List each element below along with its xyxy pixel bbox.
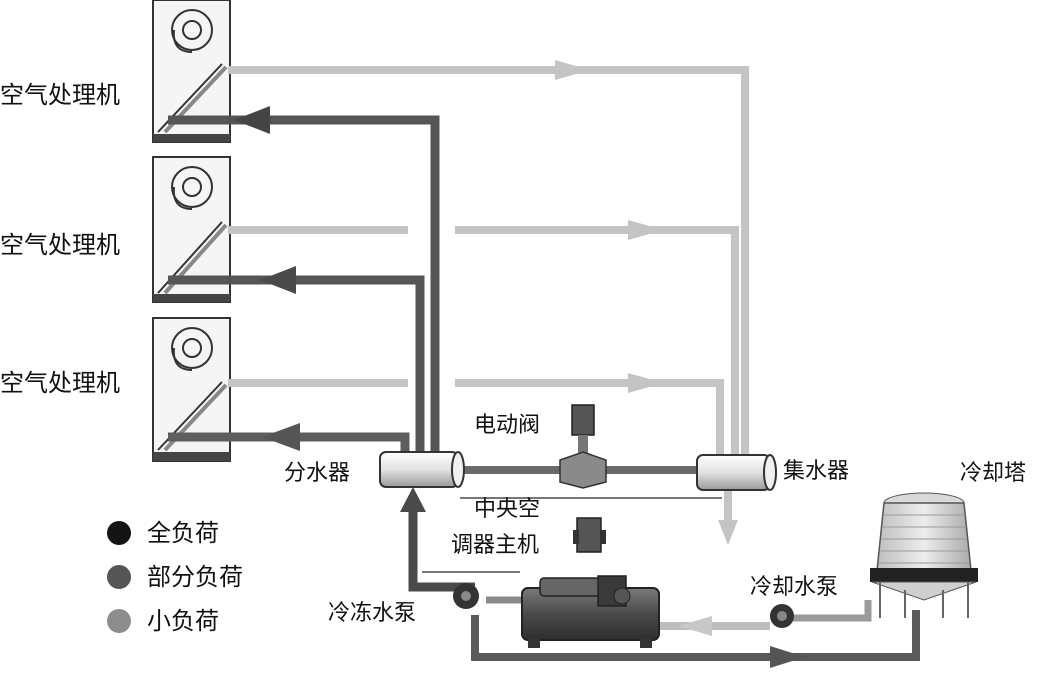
fan-icon — [171, 327, 213, 369]
motorized-valve — [559, 404, 607, 489]
chilled-water-loop — [408, 497, 722, 604]
cooling-tower-label: 冷却塔 — [960, 461, 1026, 486]
ahu-label-2: 空气处理机 — [0, 231, 120, 259]
legend-label-small-load: 小负荷 — [147, 607, 219, 635]
legend-marker-partial-load — [107, 565, 131, 589]
chiller-label-line2: 调器主机 — [451, 533, 539, 558]
chilled-water-pump-label: 冷冻水泵 — [328, 601, 416, 626]
cooling-tower — [870, 492, 978, 618]
fan-icon — [171, 166, 213, 208]
chiller-label-line1: 中央空 — [474, 497, 540, 522]
supply-header — [379, 451, 465, 488]
supply-header-label: 分水器 — [284, 461, 350, 486]
return-pipes — [228, 66, 749, 520]
return-header-label: 集水器 — [783, 459, 849, 484]
cooling-return-arrow — [678, 616, 712, 636]
chilled-water-pump — [453, 583, 479, 609]
legend-marker-full-load — [107, 521, 131, 545]
cooling-water-pump-label: 冷却水泵 — [750, 575, 838, 600]
motorized-valve-label: 电动阀 — [474, 413, 540, 438]
legend: 全负荷 部分负荷 小负荷 — [107, 519, 243, 635]
chiller-controller — [573, 517, 606, 553]
legend-label-partial-load: 部分负荷 — [147, 563, 243, 591]
legend-label-full-load: 全负荷 — [147, 519, 219, 547]
supply-arrows — [234, 106, 300, 451]
chiller-unit — [521, 575, 660, 648]
return-header — [696, 454, 777, 491]
ahu-label-1: 空气处理机 — [0, 81, 120, 109]
cooling-supply-arrow — [770, 646, 805, 668]
cooling-water-pump — [770, 604, 794, 628]
legend-marker-small-load — [107, 609, 131, 633]
pump-up-arrow — [400, 487, 426, 512]
ahu-label-3: 空气处理机 — [0, 369, 120, 397]
return-arrows — [555, 60, 738, 545]
fan-icon — [171, 9, 213, 51]
